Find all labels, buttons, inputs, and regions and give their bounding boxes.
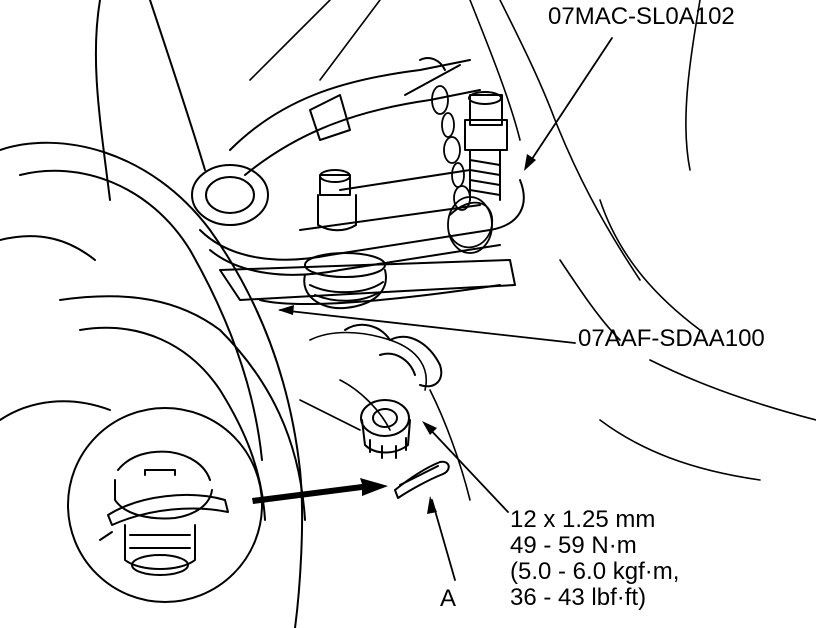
torque-specification: 12 x 1.25 mm 49 - 59 N·m (5.0 - 6.0 kgf·… [510,507,679,611]
brake-disc [0,0,306,628]
tool-label-ball-joint-remover: 07MAC-SL0A102 [548,3,735,30]
spec-size: 12 x 1.25 mm [510,506,656,533]
callout-a: A [440,585,457,612]
ball-joint-boot [303,252,387,310]
knuckle [344,323,443,388]
inset-detail [67,407,263,603]
cotter-pin [394,460,450,499]
tool-stud [317,169,357,232]
leader-lines [279,37,613,581]
safety-chain [431,85,493,254]
tool-label-ball-joint-thread-protector: 07AAF-SDAA100 [578,325,765,352]
spec-torque-nm: 49 - 59 N·m [510,532,637,559]
tie-rod [229,57,481,176]
spec-torque-kgf: (5.0 - 6.0 kgf·m, [510,558,680,585]
frame-lines [249,0,816,501]
inset-arrow [252,478,388,504]
arrowheads [278,154,536,514]
castle-nut [360,399,411,459]
pressure-bolt [464,91,508,201]
ball-joint-remover-tool [191,164,525,305]
spec-torque-lbf: 36 - 43 lbf·ft) [510,584,647,611]
